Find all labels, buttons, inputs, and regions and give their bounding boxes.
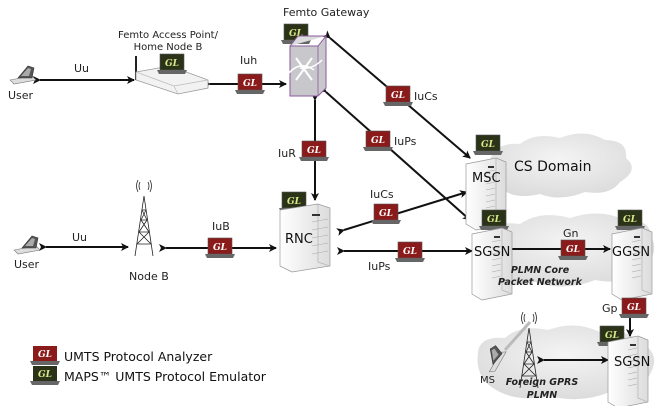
sgsn-server-icon (471, 227, 513, 301)
emulator-laptop-icon (472, 134, 504, 156)
emulator-laptop-icon (156, 53, 188, 75)
analyzer-laptop-icon (298, 140, 330, 162)
iface-uu-top: Uu (74, 62, 89, 75)
analyzer-laptop-icon (618, 297, 650, 319)
link-iucs-mid (336, 190, 468, 236)
legend: GL UMTS Protocol Analyzer GL MAPS™ UMTS … (30, 346, 266, 386)
legend-label-analyzer: UMTS Protocol Analyzer (64, 348, 213, 364)
foreign-gprs-label-2: PLMN (527, 390, 557, 401)
iface-iups-top: IuPs (394, 135, 417, 148)
ms-label: MS (480, 375, 495, 386)
user-bottom-label: User (14, 258, 40, 271)
analyzer-laptop-icon (204, 237, 236, 259)
iface-iub: IuB (212, 220, 230, 233)
femto-ap-label-1: Femto Access Point/ (118, 30, 219, 41)
ggsn-label: GGSN (612, 245, 650, 260)
node-b-label: Node B (129, 270, 169, 283)
analyzer-laptop-icon (394, 241, 426, 263)
foreign-sgsn-label: SGSN (614, 355, 650, 370)
analyzer-laptop-icon (382, 85, 414, 107)
iface-uu-bottom: Uu (72, 231, 87, 244)
iface-iuh: Iuh (240, 54, 257, 67)
emulator-laptop-icon (478, 209, 510, 231)
user-top-label: User (8, 89, 34, 102)
foreign-gprs-label-1: Foreign GPRS (506, 377, 579, 388)
legend-item-analyzer: GL UMTS Protocol Analyzer (30, 346, 266, 366)
msc-label: MSC (472, 171, 501, 186)
emulator-laptop-icon (614, 209, 646, 231)
analyzer-laptop-icon (557, 239, 589, 261)
iface-iur: IuR (278, 147, 296, 160)
analyzer-laptop-icon: GL (30, 346, 60, 365)
analyzer-laptop-icon (362, 130, 394, 152)
legend-item-emulator: GL MAPS™ UMTS Protocol Emulator (30, 366, 266, 386)
femto-ap-label-2: Home Node B (134, 42, 203, 53)
foreign-sgsn-server-icon (607, 335, 649, 406)
svg-text:GL: GL (38, 350, 52, 360)
user-top-phone-icon (9, 65, 37, 85)
svg-text:GL: GL (38, 370, 52, 380)
user-bottom-phone-icon (13, 235, 41, 255)
cs-domain-cloud (485, 133, 632, 198)
iface-iucs-top: IuCs (414, 90, 438, 103)
link-iups-top (318, 84, 471, 221)
femto-gateway-icon (287, 34, 327, 97)
femto-gateway-label: Femto Gateway (283, 6, 370, 19)
rnc-server-icon (279, 203, 331, 273)
rnc-label: RNC (285, 232, 313, 247)
sgsn-label: SGSN (474, 245, 510, 260)
emulator-laptop-icon: GL (30, 366, 60, 385)
analyzer-laptop-icon (370, 203, 402, 225)
iface-iups-bottom: IuPs (368, 260, 391, 273)
plmn-core-label-1: PLMN Core (511, 265, 570, 276)
legend-label-emulator: MAPS™ UMTS Protocol Emulator (64, 368, 266, 384)
iface-iucs-mid: IuCs (370, 188, 394, 201)
iface-gn: Gn (563, 227, 579, 240)
iface-gp: Gp (602, 302, 618, 315)
femto-access-point-icon (135, 56, 209, 95)
plmn-core-label-2: Packet Network (498, 277, 583, 288)
radio-link (503, 321, 532, 351)
node-b-tower-icon (134, 179, 154, 257)
analyzer-laptop-icon (234, 73, 266, 95)
cs-domain-label: CS Domain (514, 159, 591, 175)
ggsn-server-icon (611, 227, 653, 301)
